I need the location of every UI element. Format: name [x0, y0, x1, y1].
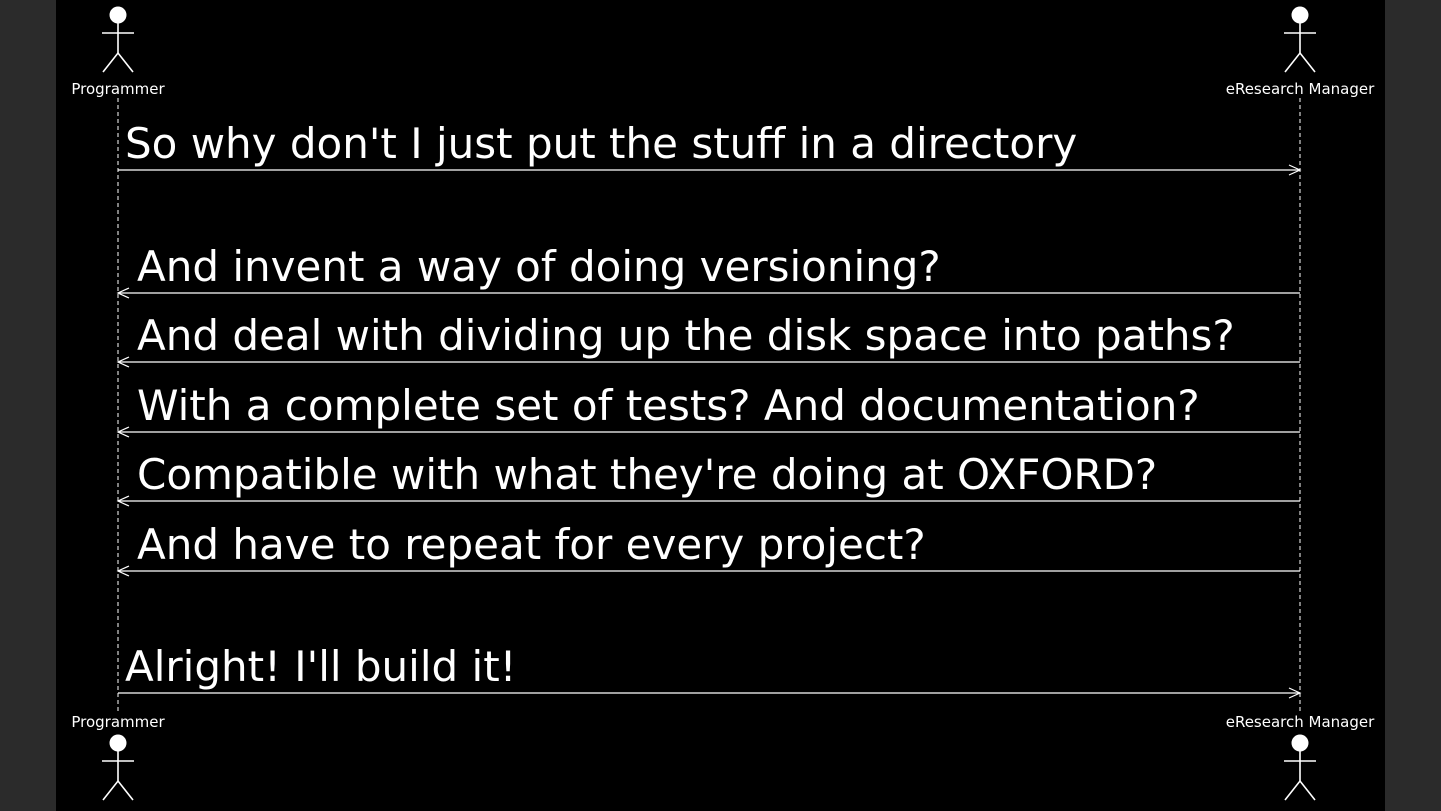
actor-legs	[102, 779, 134, 801]
message-label: So why don't I just put the stuff in a d…	[125, 119, 1077, 168]
message-label: With a complete set of tests? And docume…	[137, 381, 1200, 430]
actor-legs	[1284, 51, 1316, 73]
actor-label-programmer-bottom: Programmer	[71, 713, 165, 731]
message-3: And deal with dividing up the disk space…	[116, 311, 1300, 368]
actor-label-manager-top: eResearch Manager	[1226, 80, 1375, 98]
message-1: So why don't I just put the stuff in a d…	[118, 119, 1302, 176]
actor-figure-manager-top	[1284, 6, 1316, 73]
actor-figure-manager-bottom	[1284, 734, 1316, 801]
message-label: And have to repeat for every project?	[137, 520, 926, 569]
message-5: Compatible with what they're doing at OX…	[116, 450, 1300, 507]
message-arrow-head	[116, 426, 130, 438]
message-arrow-head	[1288, 164, 1302, 176]
message-7: Alright! I'll build it!	[118, 642, 1302, 699]
actor-head	[1291, 6, 1309, 24]
message-4: With a complete set of tests? And docume…	[116, 381, 1300, 438]
message-label: Compatible with what they're doing at OX…	[137, 450, 1157, 499]
message-arrow-head	[116, 495, 130, 507]
message-2: And invent a way of doing versioning?	[116, 242, 1300, 299]
message-label: Alright! I'll build it!	[125, 642, 517, 691]
actor-head	[109, 734, 127, 752]
message-6: And have to repeat for every project?	[116, 520, 1300, 577]
actor-head	[1291, 734, 1309, 752]
message-label: And invent a way of doing versioning?	[137, 242, 941, 291]
actor-label-programmer-top: Programmer	[71, 80, 165, 98]
message-arrow-head	[116, 565, 130, 577]
actor-figure-programmer-top	[102, 6, 134, 73]
message-arrow-head	[116, 287, 130, 299]
message-arrow-head	[1288, 687, 1302, 699]
message-arrow-head	[116, 356, 130, 368]
actor-head	[109, 6, 127, 24]
actor-legs	[1284, 779, 1316, 801]
message-label: And deal with dividing up the disk space…	[137, 311, 1235, 360]
actor-label-manager-bottom: eResearch Manager	[1226, 713, 1375, 731]
actor-legs	[102, 51, 134, 73]
actor-figure-programmer-bottom	[102, 734, 134, 801]
